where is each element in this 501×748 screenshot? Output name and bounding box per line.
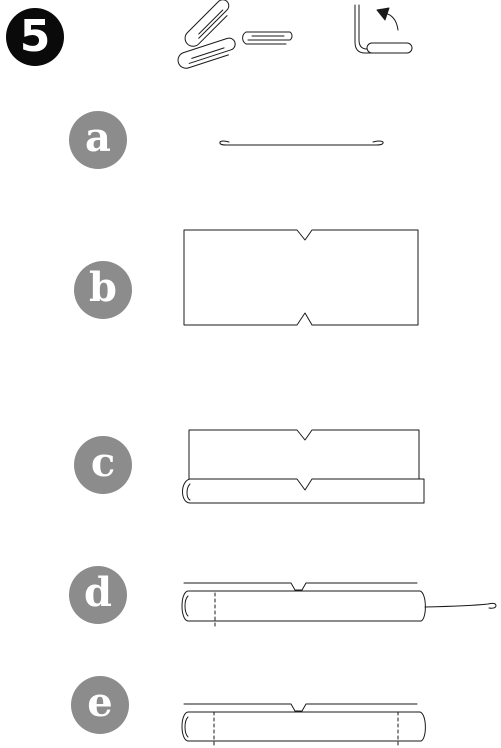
rolled-tube-with-wire-illustration bbox=[182, 583, 496, 627]
rolled-tube-illustration bbox=[182, 704, 425, 748]
substep-a-badge: a bbox=[69, 111, 127, 169]
substep-c-badge: c bbox=[74, 436, 132, 494]
step-number-badge: 5 bbox=[6, 8, 64, 66]
straight-wire-illustration bbox=[220, 141, 383, 145]
substep-b-badge: b bbox=[74, 261, 132, 319]
substep-d-badge: d bbox=[69, 566, 127, 624]
notched-rectangle-illustration bbox=[184, 230, 418, 325]
paper-clips-icon bbox=[176, 0, 292, 70]
folded-edge-illustration bbox=[183, 430, 425, 503]
unbent-clip-icon bbox=[355, 5, 412, 53]
substep-e-badge: e bbox=[71, 676, 129, 734]
curved-arrow-icon bbox=[377, 8, 398, 30]
